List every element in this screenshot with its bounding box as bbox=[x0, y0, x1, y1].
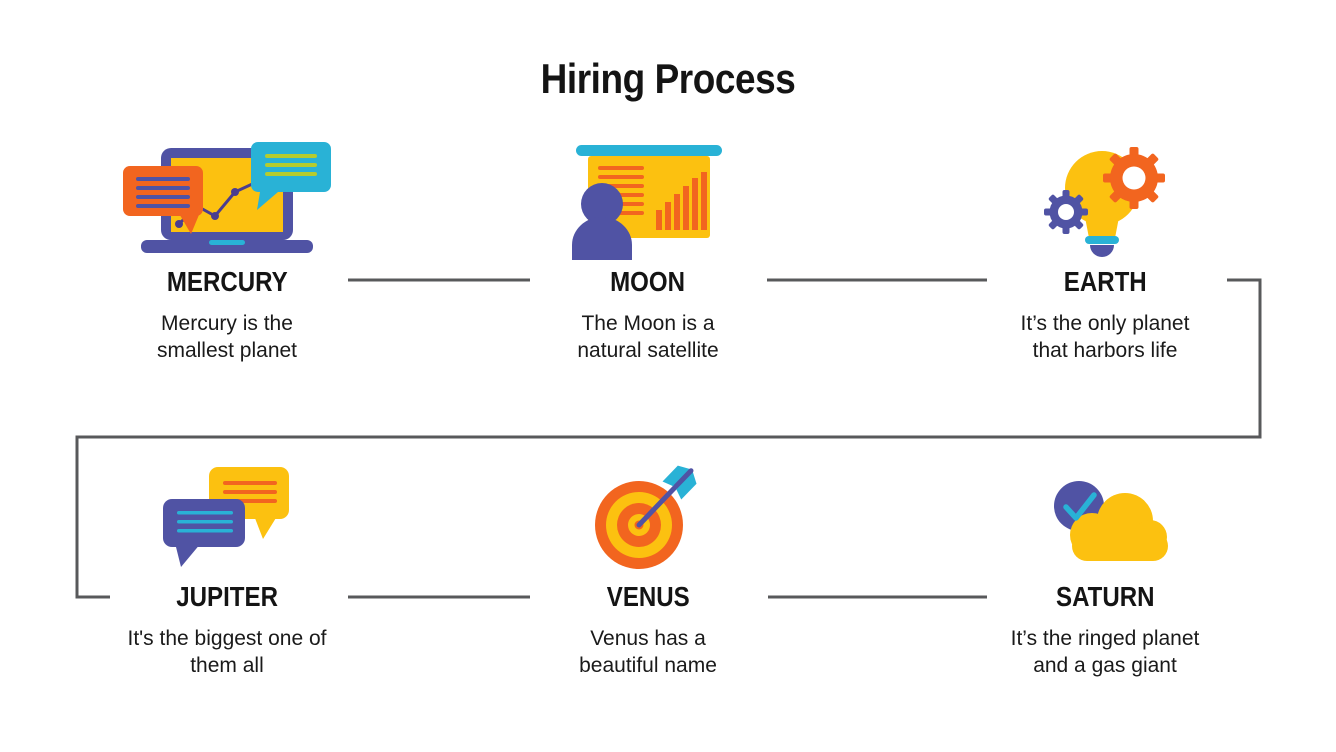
step-description-line: that harbors life bbox=[1032, 339, 1178, 363]
step-title: JUPITER bbox=[176, 581, 278, 612]
step-description-line: beautiful name bbox=[579, 654, 717, 678]
step-description-line: and a gas giant bbox=[1033, 654, 1177, 678]
step-description-line: them all bbox=[190, 654, 264, 678]
step-moon: MOON The Moon is a natural satellite bbox=[498, 136, 798, 365]
step-venus: VENUS Venus has a beautiful name bbox=[498, 451, 798, 680]
presentation-chart-icon bbox=[560, 136, 736, 260]
page-title: Hiring Process bbox=[540, 55, 796, 102]
lightbulb-gears-icon bbox=[1030, 136, 1180, 260]
step-earth: EARTH It’s the only planet that harbors … bbox=[955, 136, 1255, 365]
step-title: MOON bbox=[610, 266, 686, 297]
target-arrow-icon bbox=[583, 451, 713, 575]
step-description: It’s the ringed planet and a gas giant bbox=[1011, 625, 1200, 680]
step-description: Mercury is the smallest planet bbox=[157, 310, 297, 365]
step-description-line: natural satellite bbox=[577, 339, 719, 363]
step-description-line: smallest planet bbox=[156, 339, 298, 363]
step-saturn: SATURN It’s the ringed planet and a gas … bbox=[955, 451, 1255, 680]
step-description: Venus has a beautiful name bbox=[579, 625, 717, 680]
step-description-line: The Moon is a bbox=[581, 312, 715, 335]
step-description: It’s the only planet that harbors life bbox=[1021, 310, 1190, 365]
step-description-line: Mercury is the bbox=[161, 312, 293, 335]
step-title: VENUS bbox=[606, 581, 690, 612]
chat-bubbles-icon bbox=[157, 451, 297, 575]
step-description-line: It’s the ringed planet bbox=[1010, 627, 1200, 650]
step-title: SATURN bbox=[1055, 581, 1155, 612]
cloud-check-icon bbox=[1030, 451, 1180, 575]
step-jupiter: JUPITER It's the biggest one of them all bbox=[77, 451, 377, 680]
step-mercury: MERCURY Mercury is the smallest planet bbox=[77, 136, 377, 365]
step-description-line: It's the biggest one of bbox=[127, 627, 327, 650]
step-description: The Moon is a natural satellite bbox=[577, 310, 718, 365]
step-title: MERCURY bbox=[166, 266, 288, 297]
step-description: It's the biggest one of them all bbox=[128, 625, 327, 680]
step-description-line: It’s the only planet bbox=[1020, 312, 1190, 335]
step-title: EARTH bbox=[1063, 266, 1147, 297]
step-description-line: Venus has a bbox=[590, 627, 706, 650]
laptop-analytics-chat-icon bbox=[121, 136, 333, 260]
